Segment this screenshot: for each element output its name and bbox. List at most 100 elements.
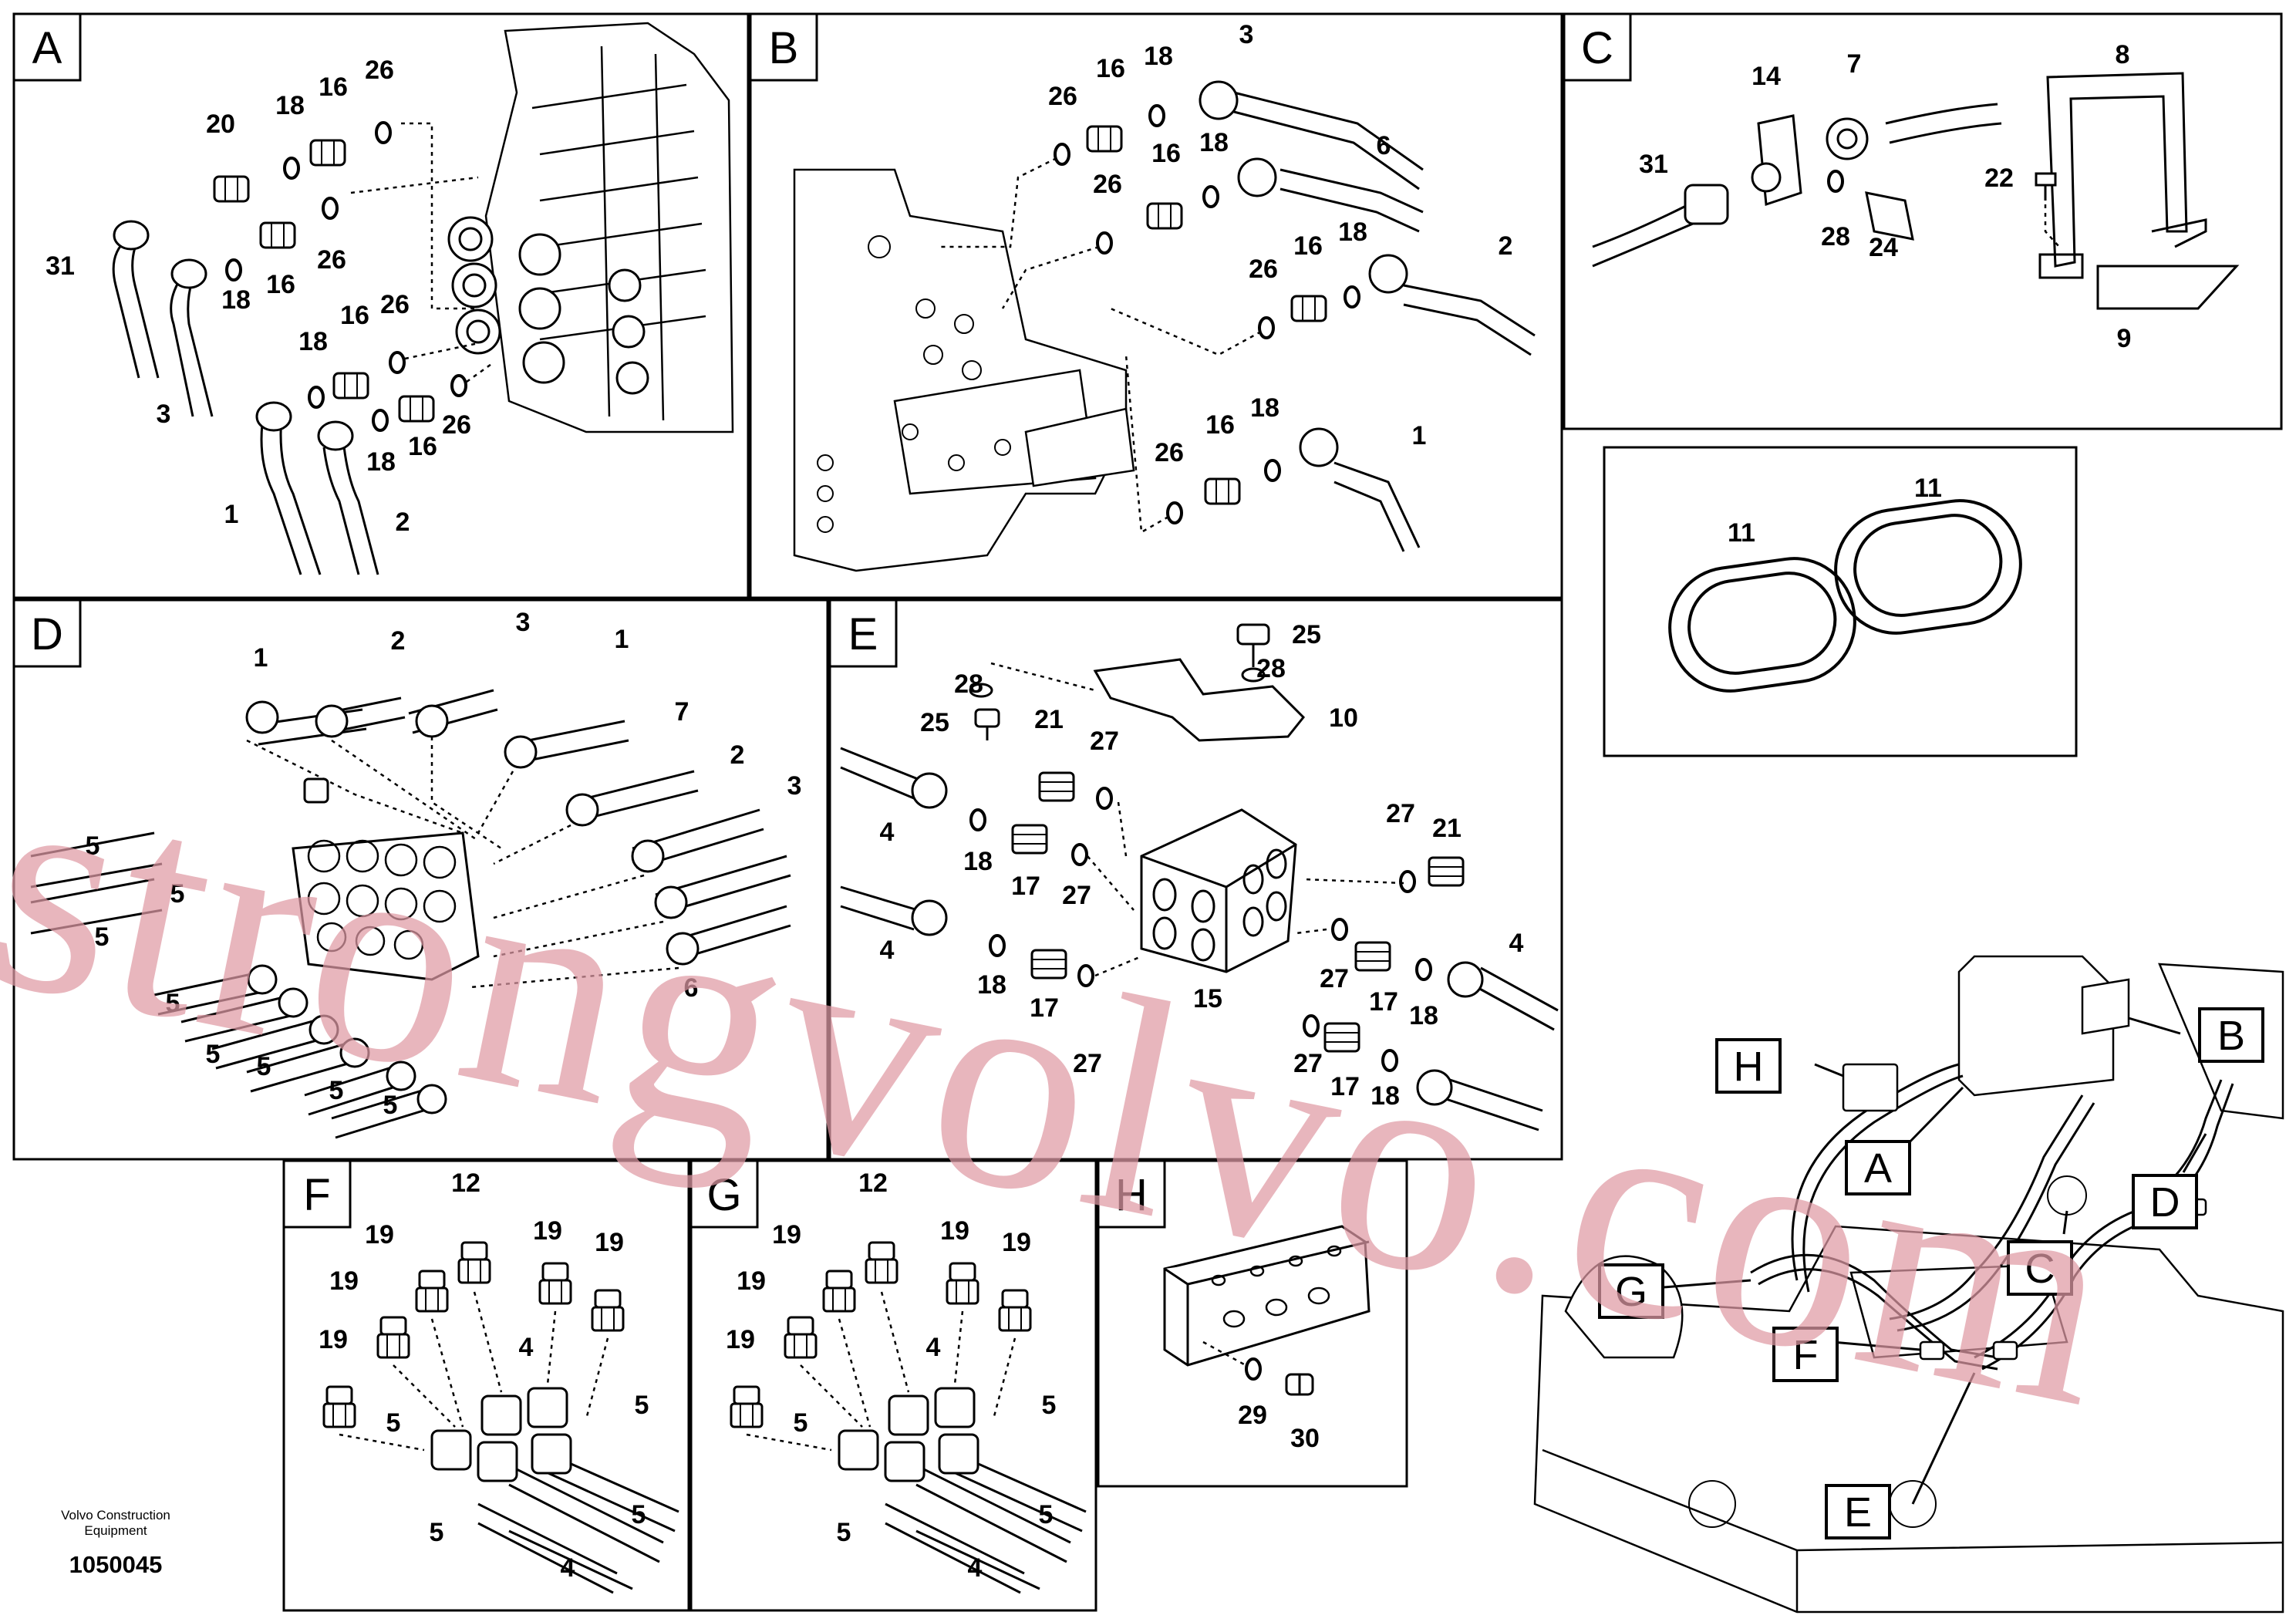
callout-A-8: 16 <box>340 301 369 330</box>
callout-E-23: 18 <box>1371 1081 1400 1111</box>
overview-tag-label: F <box>1793 1332 1819 1378</box>
overview-tag-D: D <box>2132 1174 2198 1229</box>
callout-B-6: 6 <box>1377 131 1391 160</box>
panel-G-title: G <box>706 1170 741 1220</box>
callout-D-12: 5 <box>257 1052 271 1081</box>
overview-tag-F: F <box>1772 1327 1839 1382</box>
callout-G-9: 5 <box>837 1518 851 1547</box>
callout-E-14: 18 <box>977 970 1006 1000</box>
panel-F-artwork <box>322 1241 679 1594</box>
callout-E-17: 27 <box>1320 964 1349 993</box>
callout-B-2: 3 <box>1239 20 1254 49</box>
panel-E-tab: E <box>828 599 898 668</box>
callout-E-4: 10 <box>1329 703 1358 733</box>
callout-F-10: 5 <box>632 1500 646 1529</box>
callout-E-1: 28 <box>954 669 983 699</box>
panel-D-artwork <box>30 689 791 1139</box>
callout-A-0: 20 <box>206 110 235 139</box>
document-id: 1050045 <box>69 1551 163 1578</box>
overview-tag-B: B <box>2198 1007 2264 1063</box>
callout-G-1: 19 <box>772 1220 801 1249</box>
callout-A-14: 26 <box>442 410 471 440</box>
callout-E-18: 17 <box>1369 987 1398 1017</box>
callout-A-1: 18 <box>275 91 305 120</box>
overview-tag-H: H <box>1715 1038 1782 1094</box>
overview-tag-label: G <box>1615 1269 1647 1315</box>
callout-B-11: 2 <box>1499 231 1513 261</box>
panel-A-title: A <box>32 23 62 73</box>
callout-E-11: 27 <box>1386 799 1415 828</box>
callout-D-3: 1 <box>615 625 629 654</box>
callout-B-5: 18 <box>1199 128 1229 157</box>
callout-C-1: 7 <box>1847 49 1862 79</box>
overview-tag-label: H <box>1734 1044 1764 1090</box>
callout-F-11: 4 <box>561 1553 575 1583</box>
callout-B-3: 26 <box>1048 82 1077 111</box>
callout-A-16: 2 <box>396 508 410 537</box>
overview-tag-label: A <box>1864 1145 1892 1192</box>
panel-C-title: C <box>1581 23 1613 73</box>
callout-H-1: 30 <box>1290 1424 1320 1453</box>
panel-G-tab: G <box>689 1159 759 1229</box>
callout-E-9: 17 <box>1011 872 1040 901</box>
callout-A-6: 16 <box>266 270 295 299</box>
callout-D-0: 1 <box>254 643 268 673</box>
panel-E-frame <box>828 599 1563 1161</box>
overview-tag-label: D <box>2150 1179 2180 1226</box>
callout-F-9: 5 <box>430 1518 444 1547</box>
callout-C-0: 14 <box>1752 62 1781 91</box>
callout-E-24: 27 <box>1073 1049 1102 1078</box>
overview-tag-A: A <box>1845 1140 1911 1195</box>
callout-F-2: 19 <box>533 1216 562 1246</box>
panel-G-frame <box>689 1159 1097 1612</box>
callout-D-13: 5 <box>329 1076 344 1105</box>
callout-C2-0: 11 <box>1728 518 1755 548</box>
callout-B-10: 18 <box>1338 218 1367 247</box>
panel-D-title: D <box>31 609 63 659</box>
callout-B-0: 16 <box>1096 54 1125 83</box>
callout-A-2: 16 <box>319 73 348 102</box>
footer: Volvo Construction Equipment 1050045 <box>46 1508 185 1579</box>
callout-A-15: 1 <box>224 500 239 529</box>
callout-G-10: 5 <box>1039 1500 1054 1529</box>
callout-G-6: 4 <box>926 1333 941 1362</box>
panel-A-artwork <box>112 22 734 575</box>
callout-D-6: 3 <box>787 771 802 801</box>
callout-E-7: 4 <box>880 818 895 847</box>
callout-D-11: 5 <box>206 1040 221 1069</box>
callout-E-13: 4 <box>880 936 895 965</box>
callout-F-0: 12 <box>451 1168 480 1198</box>
callout-F-4: 19 <box>329 1266 359 1296</box>
callout-C-2: 8 <box>2116 40 2130 69</box>
panel-G-artwork <box>730 1241 1087 1594</box>
callout-B-13: 18 <box>1250 393 1279 423</box>
callout-G-5: 19 <box>726 1325 755 1354</box>
callout-E-21: 27 <box>1293 1049 1323 1078</box>
brand-line-1: Volvo Construction <box>61 1508 170 1523</box>
panel-F-tab: F <box>282 1159 352 1229</box>
panel-B-frame <box>749 12 1563 599</box>
callout-E-5: 21 <box>1034 705 1064 734</box>
callout-E-12: 21 <box>1432 814 1462 843</box>
callout-A-9: 26 <box>380 290 410 319</box>
callout-C-7: 9 <box>2117 324 2132 353</box>
panel-C-tab: C <box>1563 12 1632 82</box>
panel-B-tab: B <box>749 12 818 82</box>
callout-D-7: 5 <box>86 831 100 861</box>
callout-A-12: 18 <box>366 447 396 477</box>
callout-D-2: 3 <box>516 608 531 637</box>
callout-E-10: 27 <box>1062 881 1091 910</box>
callout-E-0: 25 <box>1292 620 1321 649</box>
panel-A-frame <box>12 12 750 599</box>
panel-A-tab: A <box>12 12 82 82</box>
callout-E-3: 25 <box>920 708 949 737</box>
overview-leaders <box>1654 1017 2207 1505</box>
callout-C2-1: 11 <box>1914 474 1942 503</box>
overview-tag-E: E <box>1825 1484 1891 1539</box>
panel-E-title: E <box>848 609 878 659</box>
callout-D-8: 5 <box>170 879 185 909</box>
callout-C-3: 31 <box>1639 150 1668 179</box>
callout-B-12: 16 <box>1205 410 1235 440</box>
overview-tag-C: C <box>2007 1240 2073 1296</box>
callout-B-7: 26 <box>1093 170 1122 199</box>
